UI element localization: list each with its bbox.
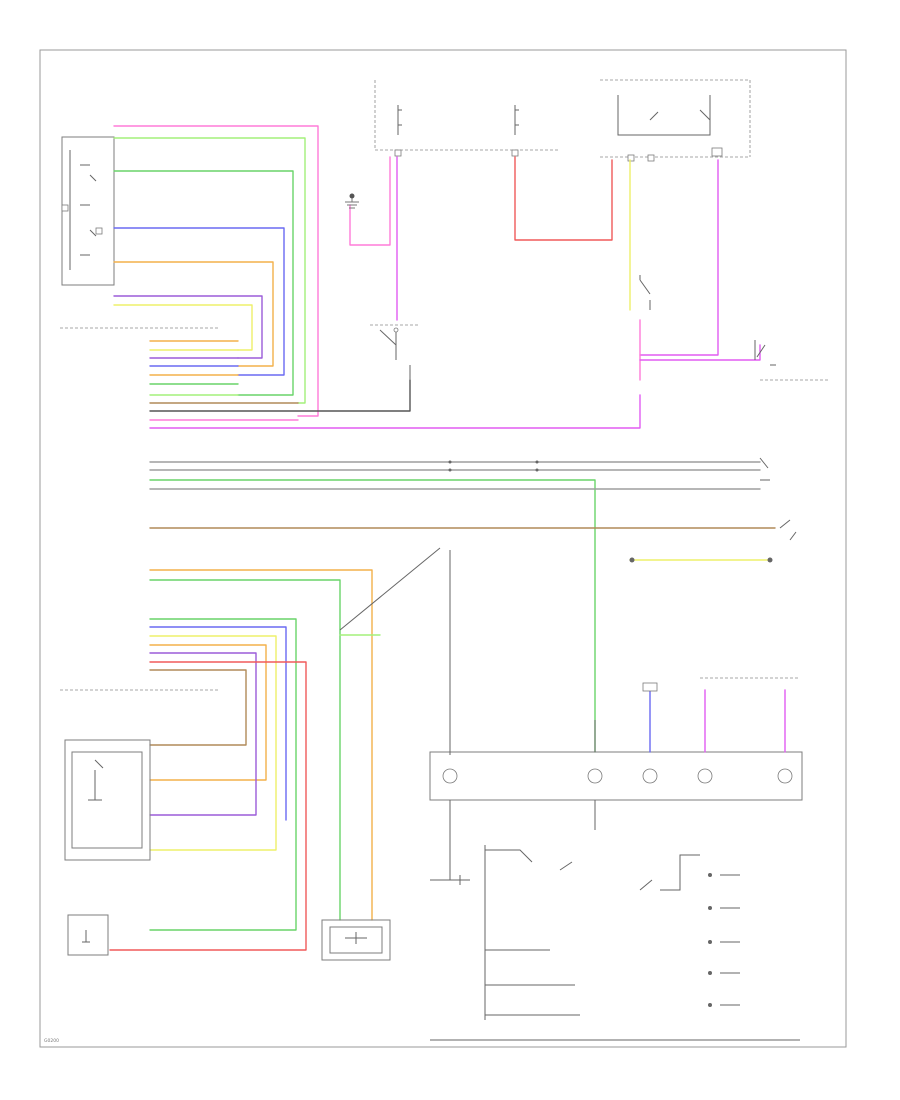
left-module-wires — [113, 125, 319, 417]
diagram-code: G0200 — [44, 1038, 59, 1044]
center-feed-pair — [149, 547, 451, 921]
bottom-internal — [430, 845, 800, 1041]
signal-lines — [149, 457, 770, 753]
fuse-panel — [374, 80, 560, 157]
connector-block-1 — [60, 327, 641, 429]
ground-symbol — [345, 193, 359, 209]
relay-box — [600, 79, 751, 162]
page-frame — [39, 49, 847, 1048]
bottom-right-cluster — [429, 677, 803, 880]
yellow-short-line — [629, 557, 773, 563]
left-module — [61, 136, 115, 286]
center-switch — [370, 324, 420, 380]
bottom-center-sensor — [321, 919, 391, 961]
lower-left-module — [64, 739, 151, 861]
fuse-feeds — [349, 156, 761, 381]
bottom-left-sensor — [67, 914, 109, 956]
right-switch — [639, 275, 828, 381]
connector-block-2 — [60, 618, 307, 951]
brown-line — [149, 519, 797, 541]
